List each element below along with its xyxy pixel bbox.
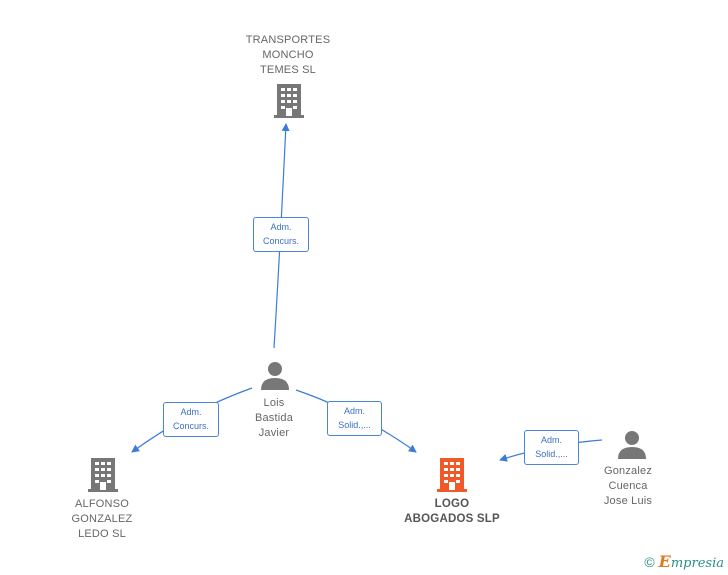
node-label-lois[interactable]: Lois Bastida Javier	[254, 397, 294, 439]
relation-badge-adm-solid[interactable]: Adm. Solid.,...	[524, 430, 579, 465]
node-label-gonzalez[interactable]: Gonzalez Cuenca Jose Luis	[603, 465, 653, 507]
building-icon-focus[interactable]	[437, 458, 467, 492]
person-icon[interactable]	[617, 429, 647, 459]
relation-badge-adm-concurs[interactable]: Adm. Concurs.	[163, 402, 219, 437]
building-icon[interactable]	[274, 84, 304, 118]
node-label-logo-abogados[interactable]: LOGO ABOGADOS SLP	[404, 498, 500, 525]
relation-badge-adm-solid[interactable]: Adm. Solid.,...	[327, 401, 382, 436]
relation-badge-adm-concurs[interactable]: Adm. Concurs.	[253, 217, 309, 252]
node-label-alfonso[interactable]: ALFONSO GONZALEZ LEDO SL	[71, 498, 133, 540]
brand-footer: © Empresia	[644, 552, 724, 571]
node-label-transportes[interactable]: TRANSPORTES MONCHO TEMES SL	[245, 34, 331, 76]
copyright-icon: ©	[644, 553, 655, 570]
brand-logo: Empresia	[658, 552, 724, 571]
building-icon[interactable]	[88, 458, 118, 492]
person-icon[interactable]	[260, 360, 290, 390]
